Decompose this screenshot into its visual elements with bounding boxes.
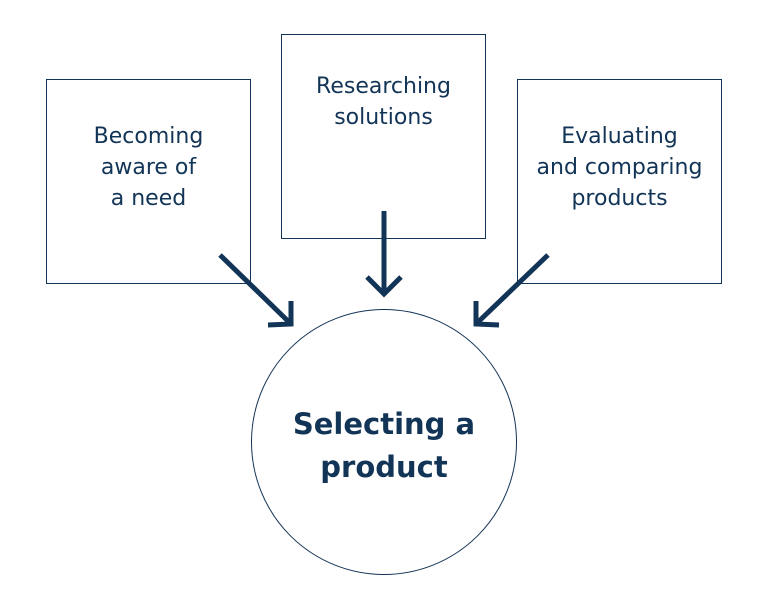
step-box-evaluating: Evaluating and comparing products xyxy=(517,79,722,284)
arrow-right-icon xyxy=(473,253,550,328)
step-label-evaluating: Evaluating and comparing products xyxy=(536,124,703,211)
step-box-becoming-aware: Becoming aware of a need xyxy=(46,79,251,284)
arrow-center-icon xyxy=(365,211,403,298)
outcome-label: Selecting a product xyxy=(292,407,476,484)
step-box-researching: Researching solutions xyxy=(281,34,486,239)
outcome-circle: Selecting a product xyxy=(251,309,517,575)
arrow-left-icon xyxy=(218,253,294,328)
step-label-researching: Researching solutions xyxy=(316,73,451,130)
step-label-becoming-aware: Becoming aware of a need xyxy=(93,124,204,211)
